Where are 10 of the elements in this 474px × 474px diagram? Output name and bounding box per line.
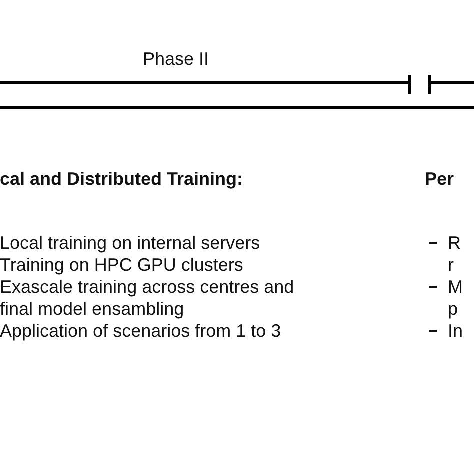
list-item: Application of scenarios from 1 to 3 [0, 320, 282, 342]
list-item: R r [448, 232, 460, 276]
list-item: Exascale training across centres and final model ensambling [0, 276, 296, 320]
list-item: Training on HPC GPU clusters [0, 254, 244, 276]
list-item: In [448, 320, 464, 342]
section-heading: cal and Distributed Training: [0, 168, 244, 190]
list-item: M p [448, 276, 460, 320]
section-heading: Per [425, 168, 454, 190]
list-item: Local training on internal servers [0, 232, 260, 254]
phase-label: Phase II [143, 48, 210, 70]
